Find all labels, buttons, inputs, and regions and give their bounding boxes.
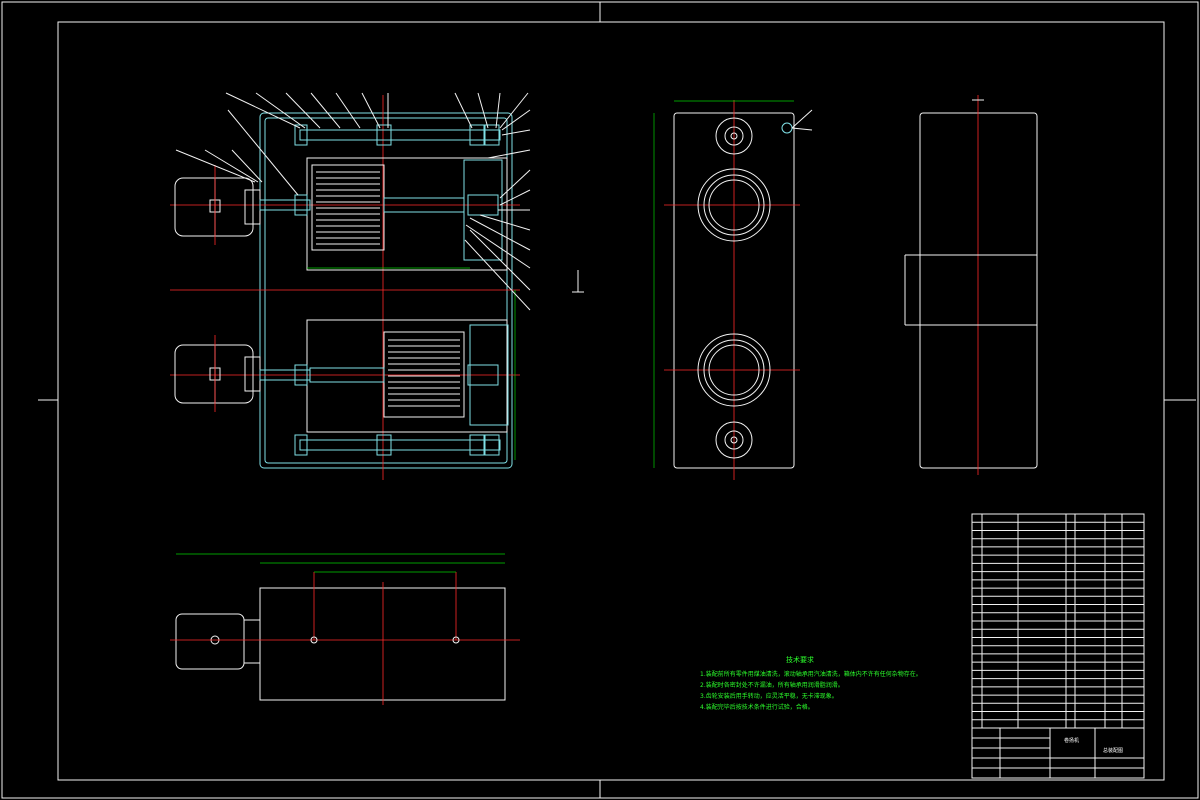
top-view (170, 553, 520, 705)
note-line: 1.装配前所有零件用煤油清洗，滚动轴承用汽油清洗，箱体内不许有任何杂物存在。 (700, 671, 922, 678)
side-view (653, 100, 813, 480)
parts-list-table (971, 513, 1145, 729)
note-line: 4.装配完毕后按技术条件进行试验，合格。 (700, 704, 814, 711)
section-marker (572, 270, 584, 293)
notes-heading: 技术要求 (786, 656, 814, 664)
company-name: 总装配图 (1103, 748, 1124, 754)
drawing-name: 卷扬机 (1064, 738, 1080, 744)
note-line: 3.齿轮安装后用手转动，应灵活平稳，无卡滞现象。 (700, 693, 838, 700)
title-block (971, 727, 1145, 779)
note-line: 2.装配时各密封处不许漏油，所有轴承用润滑脂润滑。 (700, 682, 844, 689)
front-view (170, 92, 531, 480)
upper-rope-windings (316, 171, 380, 245)
lower-rope-windings (388, 339, 460, 407)
view-a (904, 95, 1038, 475)
